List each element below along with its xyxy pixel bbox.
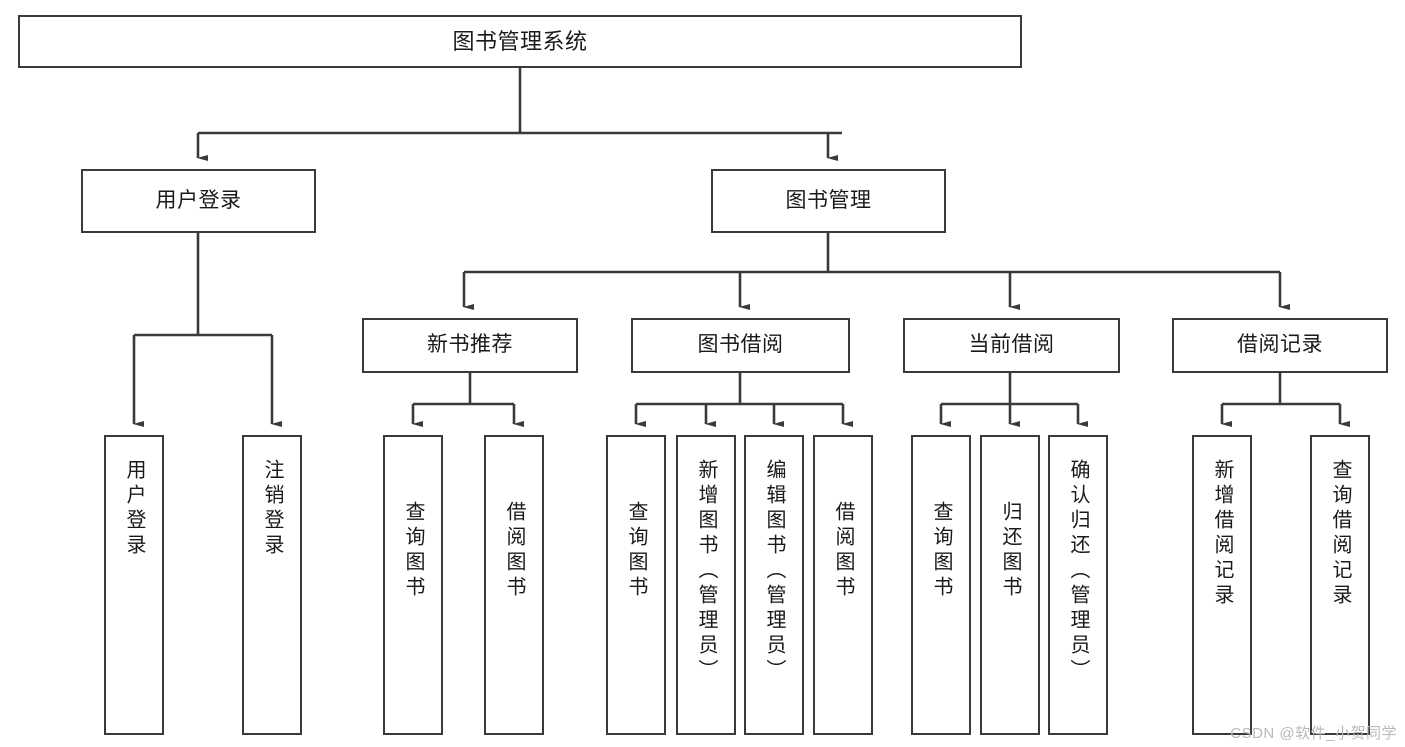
node-leaf-borrow-book-1[interactable]: 借阅图书 — [484, 435, 544, 735]
node-book-borrow-label: 图书借阅 — [697, 333, 784, 357]
node-leaf-query-record[interactable]: 查询借阅记录 — [1310, 435, 1370, 735]
node-leaf-add-book-label: 新增图书（管理员） — [695, 459, 717, 684]
node-leaf-query-book-3-label: 查询图书 — [930, 501, 952, 601]
node-leaf-confirm-return-label: 确认归还（管理员） — [1067, 459, 1089, 684]
node-root-label: 图书管理系统 — [452, 28, 588, 54]
node-leaf-borrow-book-2-label: 借阅图书 — [832, 501, 854, 601]
node-book-manage-label: 图书管理 — [785, 188, 872, 212]
node-leaf-user-login-label: 用户登录 — [123, 459, 145, 559]
node-leaf-confirm-return[interactable]: 确认归还（管理员） — [1048, 435, 1108, 735]
node-leaf-user-login[interactable]: 用户登录 — [104, 435, 164, 735]
node-borrow-record-label: 借阅记录 — [1237, 333, 1323, 357]
node-leaf-add-book[interactable]: 新增图书（管理员） — [676, 435, 736, 735]
node-leaf-edit-book-label: 编辑图书（管理员） — [763, 459, 785, 684]
node-leaf-query-record-label: 查询借阅记录 — [1329, 459, 1351, 609]
node-leaf-edit-book[interactable]: 编辑图书（管理员） — [744, 435, 804, 735]
node-leaf-query-book-2[interactable]: 查询图书 — [606, 435, 666, 735]
node-leaf-query-book-3[interactable]: 查询图书 — [911, 435, 971, 735]
node-leaf-return-book[interactable]: 归还图书 — [980, 435, 1040, 735]
node-leaf-query-book-1[interactable]: 查询图书 — [383, 435, 443, 735]
node-leaf-add-record-label: 新增借阅记录 — [1211, 459, 1233, 609]
node-new-book-recommend-label: 新书推荐 — [427, 333, 513, 357]
node-leaf-logout[interactable]: 注销登录 — [242, 435, 302, 735]
node-leaf-query-book-1-label: 查询图书 — [402, 501, 424, 601]
node-current-borrow-label: 当前借阅 — [968, 333, 1055, 357]
node-book-manage[interactable]: 图书管理 — [711, 169, 946, 233]
watermark-text: CSDN @软件_小贺同学 — [1230, 725, 1397, 742]
node-new-book-recommend[interactable]: 新书推荐 — [362, 318, 578, 373]
node-leaf-add-record[interactable]: 新增借阅记录 — [1192, 435, 1252, 735]
node-root[interactable]: 图书管理系统 — [18, 15, 1022, 68]
node-leaf-query-book-2-label: 查询图书 — [625, 501, 647, 601]
node-borrow-record[interactable]: 借阅记录 — [1172, 318, 1388, 373]
node-current-borrow[interactable]: 当前借阅 — [903, 318, 1120, 373]
node-leaf-borrow-book-1-label: 借阅图书 — [503, 501, 525, 601]
node-leaf-return-book-label: 归还图书 — [999, 501, 1021, 601]
node-leaf-borrow-book-2[interactable]: 借阅图书 — [813, 435, 873, 735]
node-leaf-logout-label: 注销登录 — [261, 459, 283, 559]
node-user-login-label: 用户登录 — [155, 188, 242, 212]
node-user-login[interactable]: 用户登录 — [81, 169, 316, 233]
node-book-borrow[interactable]: 图书借阅 — [631, 318, 850, 373]
